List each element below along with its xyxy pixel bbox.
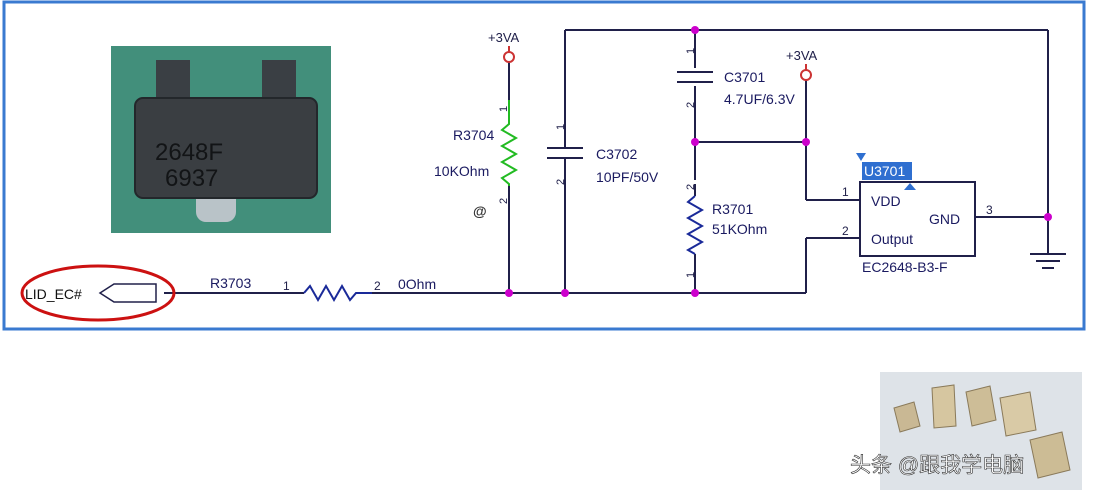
c3702-value: 10PF/50V (596, 169, 659, 185)
capacitor-c3701 (677, 71, 713, 83)
power-label-right: +3VA (786, 48, 818, 63)
power-label-left: +3VA (488, 30, 520, 45)
u3701-pin-output: Output (871, 231, 913, 247)
r3701-value: 51KOhm (712, 221, 767, 237)
r3701-pin2: 2 (685, 184, 697, 190)
port-label: LID_EC# (25, 286, 82, 302)
power-symbol-left: +3VA (488, 30, 520, 63)
pin-marker-icon (856, 153, 866, 161)
r3703-pin1: 1 (283, 279, 290, 293)
u3701-pin1-num: 1 (842, 185, 849, 199)
r3704-pin2: 2 (498, 198, 510, 204)
u3701-pin2-num: 2 (842, 224, 849, 238)
u3701-name: U3701 (864, 163, 905, 179)
u3701-name-highlight (862, 162, 912, 180)
resistor-r3701: 2 1 R3701 51KOhm (685, 184, 767, 278)
c3702-pin2: 2 (555, 179, 567, 185)
u3701-pin3-num: 3 (986, 203, 993, 217)
pin-marker-icon (904, 183, 916, 190)
power-symbol-right: +3VA (786, 48, 818, 81)
capacitor-c3702 (547, 140, 583, 170)
u3701-pin-gnd: GND (929, 211, 960, 227)
chip-marking-line2: 6937 (165, 165, 218, 192)
chip-photo: 2648F 6937 (111, 46, 331, 233)
c3701-value: 4.7UF/6.3V (724, 91, 795, 107)
ic-u3701: U3701 VDD Output GND 1 2 3 EC2648-B3-F (842, 153, 993, 275)
port-lid-ec: LID_EC# (20, 264, 176, 322)
u3701-pin-vdd: VDD (871, 193, 901, 209)
ground-icon (1030, 253, 1066, 269)
resistor-r3703: R3703 1 2 0Ohm (210, 275, 436, 303)
r3704-name: R3704 (453, 127, 494, 143)
chip-marking-line1: 2648F (155, 139, 223, 166)
watermark-text: 头条 @跟我学电脑 (850, 454, 1024, 477)
c3701-pin2: 2 (685, 102, 697, 108)
c3701-pin1: 1 (685, 48, 697, 54)
junctions (505, 26, 1052, 297)
c3702-pin1: 1 (555, 124, 567, 130)
c3702-name: C3702 (596, 146, 637, 162)
r3701-pin1: 1 (685, 272, 697, 278)
r3701-name: R3701 (712, 201, 753, 217)
r3704-pin1: 1 (498, 106, 510, 112)
r3703-value: 0Ohm (398, 276, 436, 292)
resistor-r3704: 1 2 R3704 10KOhm @ (434, 100, 519, 219)
r3703-pin2: 2 (374, 279, 381, 293)
r3703-name: R3703 (210, 275, 251, 291)
r3704-value: 10KOhm (434, 163, 489, 179)
u3701-part: EC2648-B3-F (862, 259, 948, 275)
c3701-name: C3701 (724, 69, 765, 85)
magnets-photo (880, 372, 1082, 490)
r3704-mark: @ (473, 203, 487, 219)
